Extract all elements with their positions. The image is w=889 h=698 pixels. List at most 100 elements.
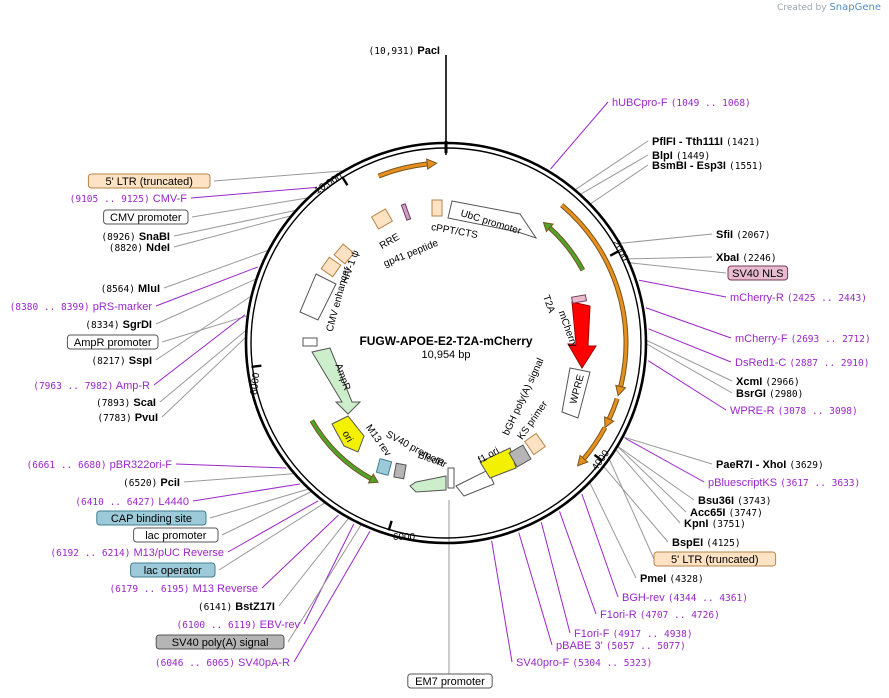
label-snabi[interactable]: (8926) SnaBI [101, 231, 170, 243]
site-name: Acc65I [690, 507, 725, 519]
label-ndei[interactable]: (8820) NdeI [109, 242, 170, 254]
label-cmv-f[interactable]: (9105 .. 9125) CMV-F [70, 193, 188, 205]
label-sgrdi[interactable]: (8334) SgrDI [85, 319, 152, 331]
orange-arc-feature-2-head [604, 416, 615, 429]
label-bspei[interactable]: BspEI (4125) [672, 537, 741, 549]
label-pvui[interactable]: (7783) PvuI [97, 412, 158, 424]
label-dsred1-c[interactable]: DsRed1-C (2887 .. 2910) [735, 357, 870, 369]
feature-box [727, 265, 789, 281]
site-text: (9105 .. 9125) CMV-F [70, 193, 188, 205]
label-paer7i[interactable]: PaeR7I - XhoI (3629) [716, 459, 824, 471]
label-lac-operator[interactable]: lac operator [130, 562, 216, 578]
label-cap-binding-site[interactable]: CAP binding site [96, 510, 207, 526]
site-text: Bsu36I (3743) [698, 495, 771, 507]
label-sspi[interactable]: (8217) SspI [91, 355, 152, 367]
inner-label-t2a: T2A [540, 294, 557, 315]
leader-line [540, 522, 571, 634]
site-position: (5057 .. 5077) [606, 641, 686, 652]
site-position: (2980) [769, 389, 803, 400]
site-text: PflFI - Tth111I (1421) [652, 136, 760, 148]
site-position: (3617 .. 3633) [780, 478, 860, 489]
label-bsu36i[interactable]: Bsu36I (3743) [698, 495, 771, 507]
label-blpi[interactable]: BlpI (1449) [652, 150, 710, 162]
site-name: XcmI [736, 376, 762, 388]
site-position: (7893) [96, 398, 130, 409]
label-wpre-r[interactable]: WPRE-R (3078 .. 3098) [730, 405, 858, 417]
site-text: BlpI (1449) [652, 150, 710, 162]
label-bstz17i[interactable]: (6141) BstZ17I [198, 601, 275, 613]
label-hubcpro-f[interactable]: hUBCpro-F (1049 .. 1068) [612, 97, 751, 109]
label-ebv-rev[interactable]: (6100 .. 6119) EBV-rev [177, 619, 301, 631]
site-text: (7963 .. 7982) Amp-R [33, 380, 150, 392]
label-sv40-poly-a-signal[interactable]: SV40 poly(A) signal [155, 634, 285, 650]
leader-line [616, 445, 687, 513]
label-prs-marker[interactable]: (8380 .. 8399) pRS-marker [10, 301, 153, 313]
label-mcherry-r[interactable]: mCherry-R (2425 .. 2443) [730, 292, 867, 304]
leader-line [581, 493, 619, 598]
feature-name: lac promoter [145, 530, 206, 542]
site-name: PmeI [640, 573, 666, 585]
site-text: DsRed1-C (2887 .. 2910) [735, 357, 870, 369]
site-position: (5304 .. 5323) [572, 658, 652, 669]
leader-line [191, 196, 311, 218]
label-sv40-nls[interactable]: SV40 NLS [727, 265, 789, 281]
label-l4440[interactable]: (6410 .. 6427) L4440 [75, 496, 189, 508]
feature-name: EM7 promoter [415, 676, 485, 688]
label-xcmi[interactable]: XcmI (2966) [736, 376, 800, 388]
feature-box [407, 673, 493, 689]
label-paci[interactable]: (10,931) PacI [369, 45, 440, 57]
label-f1ori-r[interactable]: F1ori-R (4707 .. 4726) [600, 609, 720, 621]
label-amp-r[interactable]: (7963 .. 7982) Amp-R [33, 380, 150, 392]
site-position: (3743) [737, 496, 771, 507]
f1-ori-arrow [479, 447, 517, 479]
label-bsmbi[interactable]: BsmBI - Esp3I (1551) [652, 160, 763, 172]
leader-line [155, 277, 259, 325]
tick-mark [387, 520, 393, 531]
tick-mark [341, 176, 349, 186]
label-5-ltr-truncated[interactable]: 5' LTR (truncated) [87, 173, 211, 189]
label-pcii[interactable]: (6520) PciI [123, 477, 180, 489]
label-pmei[interactable]: PmeI (4328) [640, 573, 704, 585]
label-pbabe-3[interactable]: pBABE 3' (5057 .. 5077) [556, 640, 686, 652]
label-mcherry-f[interactable]: mCherry-F (2693 .. 2712) [735, 333, 871, 345]
label-5-ltr-truncated[interactable]: 5' LTR (truncated) [653, 551, 777, 567]
label-pbr322ori-f[interactable]: (6661 .. 6680) pBR322ori-F [27, 459, 173, 471]
label-mlui[interactable]: (8564) MluI [101, 283, 160, 295]
label-m13-puc-reverse[interactable]: (6192 .. 6214) M13/pUC Reverse [50, 547, 224, 559]
label-bsrgi[interactable]: BsrGI (2980) [736, 388, 803, 400]
label-bgh-rev[interactable]: BGH-rev (4344 .. 4361) [622, 592, 748, 604]
label-xbai[interactable]: XbaI (2246) [716, 252, 777, 264]
site-position: (4125) [706, 538, 740, 549]
site-text: (6100 .. 6119) EBV-rev [177, 619, 301, 631]
label-m13-reverse[interactable]: (6179 .. 6195) M13 Reverse [109, 583, 258, 595]
label-acc65i[interactable]: Acc65I (3747) [690, 507, 763, 519]
hiv1-psi-block-1 [333, 243, 355, 265]
label-scai[interactable]: (7893) ScaI [96, 397, 156, 409]
label-sv40pro-f[interactable]: SV40pro-F (5304 .. 5323) [516, 657, 652, 669]
label-em7-promoter[interactable]: EM7 promoter [407, 673, 493, 689]
site-text: (6520) PciI [123, 477, 180, 489]
label-ampr-promoter[interactable]: AmpR promoter [66, 334, 159, 350]
label-cmv-promoter[interactable]: CMV promoter [103, 209, 189, 225]
label-sv40pa-r[interactable]: (6046 .. 6065) SV40pA-R [155, 657, 290, 669]
site-name: PflFI [652, 136, 676, 148]
site-position: (8380 .. 8399) [10, 302, 90, 313]
leader-line [153, 314, 246, 386]
label-pbluescriptks[interactable]: pBluescriptKS (3617 .. 3633) [708, 477, 860, 489]
label-pflfi[interactable]: PflFI - Tth111I (1421) [652, 136, 760, 148]
leader-line [573, 140, 649, 191]
plasmid-length: 10,954 bp [422, 349, 471, 361]
site-position: (2067) [736, 230, 770, 241]
label-lac-promoter[interactable]: lac promoter [133, 527, 219, 543]
leader-line [491, 540, 513, 663]
label-sfii[interactable]: SfiI (2067) [716, 229, 771, 241]
site-position: (2425 .. 2443) [787, 293, 867, 304]
leader-line [209, 488, 311, 519]
leader-line [588, 481, 637, 579]
site-position: (8217) [91, 356, 125, 367]
label-f1ori-f[interactable]: F1ori-F (4917 .. 4938) [574, 628, 693, 640]
site-name: pBR322ori-F [110, 459, 173, 471]
orange-arc-feature-1 [560, 203, 628, 387]
label-kpni[interactable]: KpnI (3751) [684, 518, 746, 530]
